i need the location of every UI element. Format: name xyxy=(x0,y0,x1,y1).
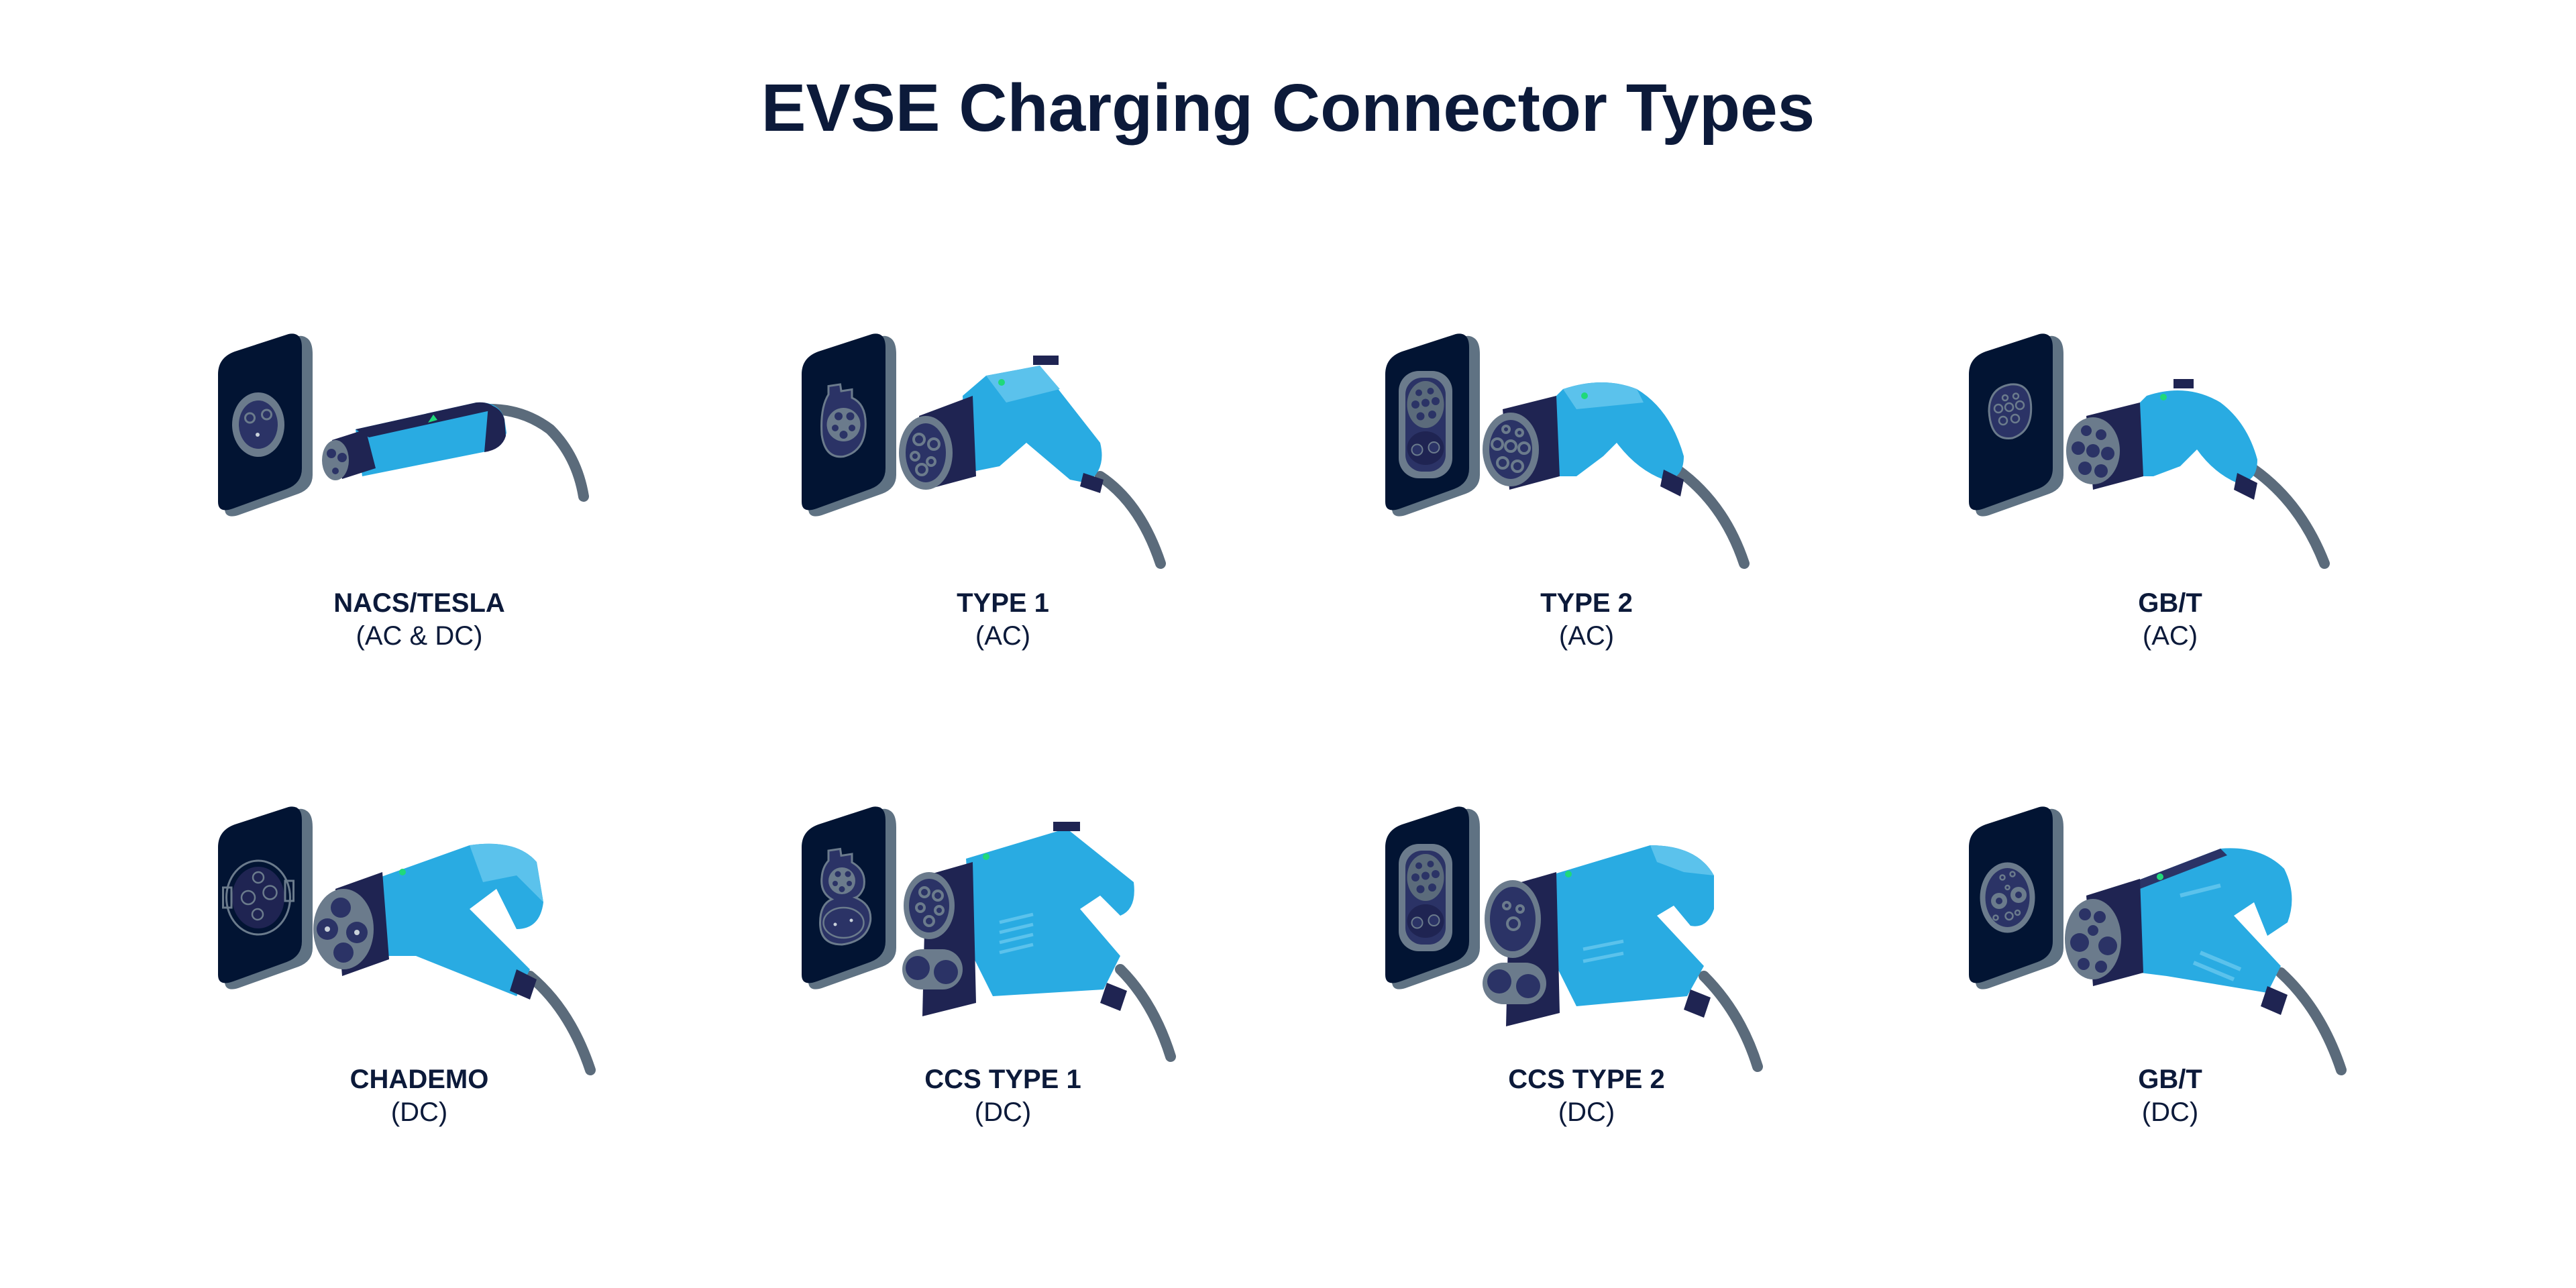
connector-label: GB/T (AC) xyxy=(1878,587,2462,653)
connector-card-ccs1: CCS TYPE 1 (DC) xyxy=(711,795,1295,1224)
connector-card-nacs: NACS/TESLA (AC & DC) xyxy=(127,322,711,751)
connector-name: GB/T xyxy=(2138,588,2202,618)
connector-current-type: (DC) xyxy=(974,1097,1032,1127)
connector-name: CCS TYPE 2 xyxy=(1508,1065,1665,1094)
connector-card-gbt-ac: GB/T (AC) xyxy=(1878,322,2462,751)
gbt-dc-connector-icon xyxy=(1969,806,2347,1075)
connector-current-type: (DC) xyxy=(1558,1097,1615,1127)
connector-card-gbt-dc: GB/T (DC) xyxy=(1878,795,2462,1224)
connector-label: TYPE 2 (AC) xyxy=(1295,587,1878,653)
connector-name: NACS/TESLA xyxy=(333,588,505,618)
connector-current-type: (DC) xyxy=(390,1097,448,1127)
connector-name: GB/T xyxy=(2138,1065,2202,1094)
connector-current-type: (AC) xyxy=(1558,621,1615,651)
connector-card-type2: TYPE 2 (AC) xyxy=(1295,322,1878,751)
ccs1-connector-icon xyxy=(802,806,1176,1062)
connector-name: CCS TYPE 1 xyxy=(924,1065,1081,1094)
connector-label: CHADEMO (DC) xyxy=(127,1063,711,1129)
connector-card-ccs2: CCS TYPE 2 (DC) xyxy=(1295,795,1878,1224)
connector-label: TYPE 1 (AC) xyxy=(711,587,1295,653)
type2-connector-icon xyxy=(1385,333,1750,569)
connector-label: GB/T (DC) xyxy=(1878,1063,2462,1129)
page-title: EVSE Charging Connector Types xyxy=(761,70,1815,146)
connector-current-type: (AC) xyxy=(2142,621,2198,651)
nacs-connector-icon xyxy=(218,333,589,517)
chademo-connector-icon xyxy=(218,806,596,1075)
type1-connector-icon xyxy=(802,333,1166,569)
connector-name: TYPE 1 xyxy=(957,588,1049,618)
connector-current-type: (AC) xyxy=(975,621,1031,651)
connector-name: TYPE 2 xyxy=(1540,588,1633,618)
ccs2-connector-icon xyxy=(1385,806,1763,1072)
connector-label: CCS TYPE 1 (DC) xyxy=(711,1063,1295,1129)
gbt-ac-connector-icon xyxy=(1969,333,2330,569)
connector-current-type: (DC) xyxy=(2141,1097,2199,1127)
connector-label: CCS TYPE 2 (DC) xyxy=(1295,1063,1878,1129)
connector-current-type: (AC & DC) xyxy=(356,621,483,651)
connector-label: NACS/TESLA (AC & DC) xyxy=(127,587,711,653)
connector-card-type1: TYPE 1 (AC) xyxy=(711,322,1295,751)
connector-card-chademo: CHADEMO (DC) xyxy=(127,795,711,1224)
connector-name: CHADEMO xyxy=(350,1065,489,1094)
